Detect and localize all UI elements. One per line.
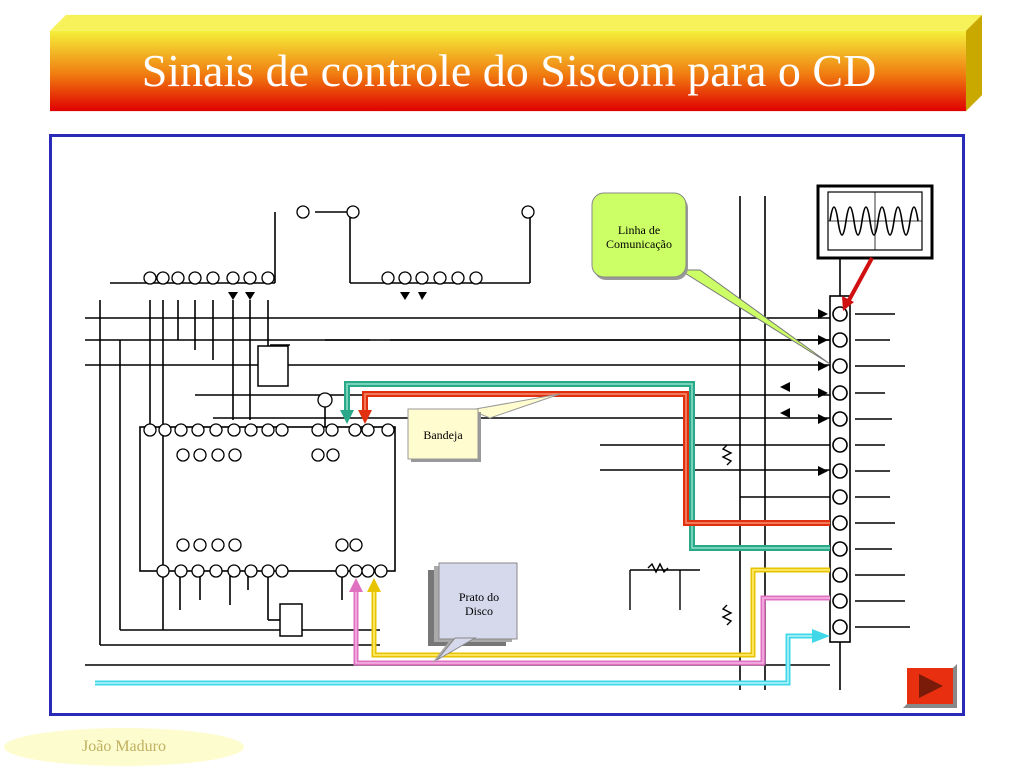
- communication-line-label: Linha de Comunicação: [606, 223, 672, 251]
- title-banner: [50, 14, 982, 112]
- disc-plate-callout-shape: [428, 562, 518, 663]
- circuit-schematic: [85, 184, 934, 690]
- disc-plate-label-line2: Disco: [465, 604, 493, 618]
- disc-plate-label-line1: Prato do: [458, 590, 500, 604]
- page-title: Sinais de controle do Siscom para o CD: [141, 45, 877, 96]
- oscilloscope-icon: [816, 184, 934, 260]
- play-right-icon: [903, 664, 957, 708]
- tray-callout-shape: [407, 393, 561, 462]
- author-name: João Maduro: [82, 738, 166, 755]
- disc-plate-label: Prato do Disco: [440, 590, 518, 618]
- next-slide-button[interactable]: [903, 664, 957, 708]
- communication-callout-shape: [591, 192, 831, 365]
- author-badge: [4, 728, 244, 766]
- tray-label: Bandeja: [423, 428, 463, 442]
